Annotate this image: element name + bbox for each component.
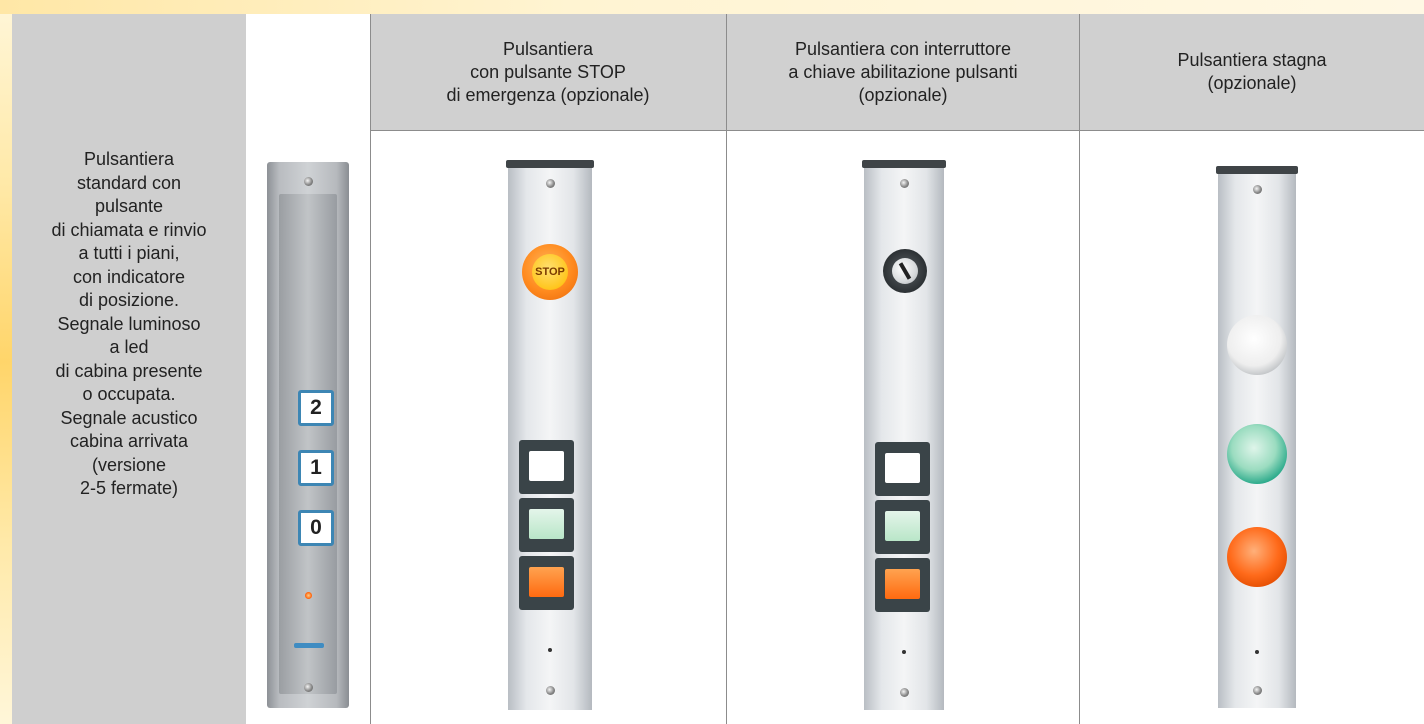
header-divider [370,130,1424,131]
screw-icon [1253,185,1262,194]
header-key: Pulsantiera con interruttore a chiave ab… [727,14,1079,130]
column-divider [1079,14,1080,724]
lamp-button-green [1227,424,1287,484]
sensor-dot [902,650,906,654]
column-divider [370,14,371,724]
emergency-stop-button: STOP [522,244,578,300]
call-button-white [519,440,574,494]
call-button-white [875,442,930,496]
call-button-orange [519,556,574,610]
screw-icon [546,179,555,188]
panel-inset: 2 1 0 [279,194,337,694]
floor-button-1: 1 [298,450,334,486]
lamp-button-white [1227,315,1287,375]
column-divider [726,14,727,724]
stop-panel-image: STOP [506,160,594,710]
screw-icon [546,686,555,695]
stop-label: STOP [532,254,568,290]
sensor-dot [548,648,552,652]
key-switch-icon [883,249,927,293]
call-button-green [519,498,574,552]
screw-icon [900,179,909,188]
header-stop: Pulsantiera con pulsante STOP di emergen… [370,14,726,130]
standard-panel-column: 2 1 0 [246,14,370,724]
screw-icon [304,683,313,692]
panel-cap [506,160,594,168]
standard-panel-image: 2 1 0 [267,162,349,708]
panel-cap [1216,166,1298,174]
brand-logo [294,643,324,648]
product-table: Pulsantiera standard con pulsante di chi… [12,14,1424,724]
screw-icon [900,688,909,697]
panel-cap [862,160,946,168]
screw-icon [304,177,313,186]
header-stagna: Pulsantiera stagna (opzionale) [1080,14,1424,130]
call-button-orange [875,558,930,612]
screw-icon [1253,686,1262,695]
key-panel-image [862,160,946,710]
stagna-panel-image [1216,166,1298,708]
floor-button-2: 2 [298,390,334,426]
led-indicator [305,592,312,599]
lamp-button-orange [1227,527,1287,587]
floor-button-0: 0 [298,510,334,546]
sensor-dot [1255,650,1259,654]
standard-panel-description: Pulsantiera standard con pulsante di chi… [51,149,207,498]
call-button-green [875,500,930,554]
background-band [0,0,1424,14]
description-column: Pulsantiera standard con pulsante di chi… [12,14,246,724]
